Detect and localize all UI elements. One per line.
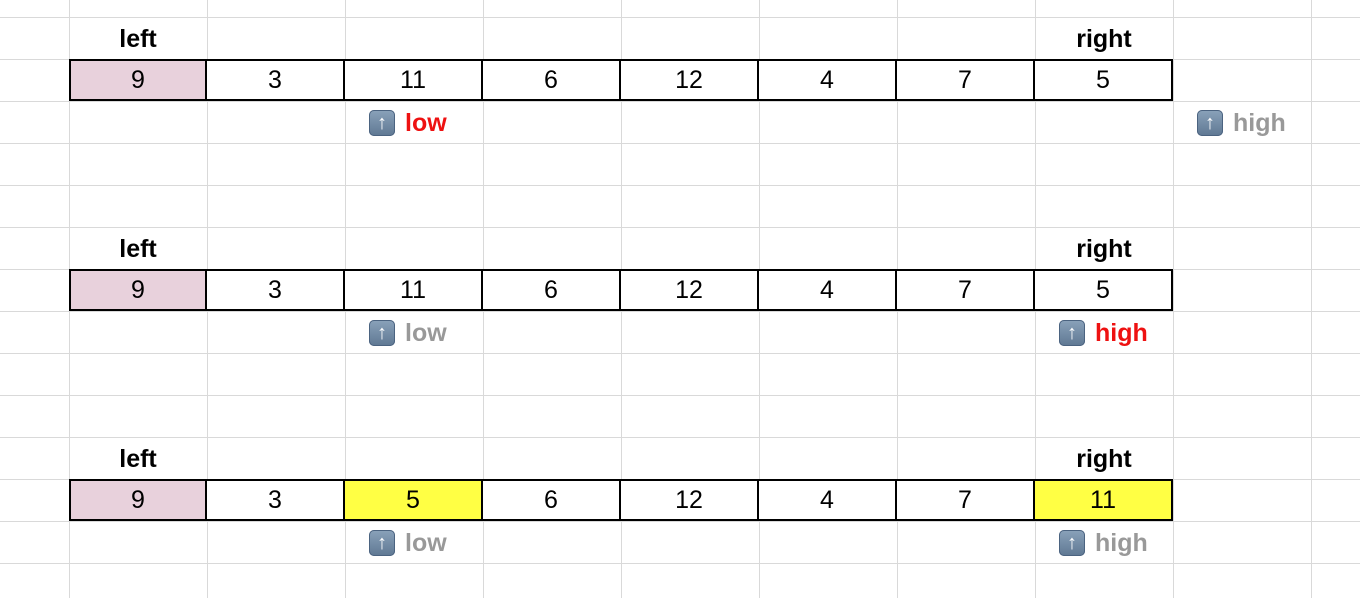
array-cell: 11 <box>343 59 483 101</box>
high-pointer: ↑ high <box>1059 313 1148 353</box>
array-cell: 7 <box>895 269 1035 311</box>
up-arrow-icon: ↑ <box>369 110 395 136</box>
low-pointer-label: low <box>405 529 447 557</box>
array-cell: 7 <box>895 59 1035 101</box>
high-pointer: ↑ high <box>1059 523 1148 563</box>
low-pointer: ↑ low <box>369 103 447 143</box>
grid-row-line <box>0 437 1360 438</box>
array-cell: 9 <box>69 59 207 101</box>
grid-row-line <box>0 185 1360 186</box>
up-arrow-icon: ↑ <box>1059 320 1085 346</box>
right-label: right <box>1076 235 1132 263</box>
up-arrow-icon: ↑ <box>369 530 395 556</box>
grid-row-line <box>0 395 1360 396</box>
grid-row-line <box>0 563 1360 564</box>
array-cell: 9 <box>69 269 207 311</box>
high-pointer-label: high <box>1233 109 1286 137</box>
grid-column-line <box>1311 0 1312 598</box>
high-pointer: ↑ high <box>1197 103 1286 143</box>
array-cell: 6 <box>481 479 621 521</box>
up-arrow-icon: ↑ <box>1197 110 1223 136</box>
array-cell: 9 <box>69 479 207 521</box>
array-cell: 12 <box>619 479 759 521</box>
array-cell: 6 <box>481 59 621 101</box>
grid-row-line <box>0 521 1360 522</box>
array-cell: 12 <box>619 59 759 101</box>
array-cell: 6 <box>481 269 621 311</box>
high-pointer-label: high <box>1095 319 1148 347</box>
low-pointer-label: low <box>405 109 447 137</box>
array-cell: 11 <box>1033 479 1173 521</box>
grid-row-line <box>0 311 1360 312</box>
array-cell: 7 <box>895 479 1035 521</box>
array-cell: 5 <box>343 479 483 521</box>
array-cell: 11 <box>343 269 483 311</box>
up-arrow-icon: ↑ <box>369 320 395 346</box>
low-pointer-label: low <box>405 319 447 347</box>
low-pointer: ↑ low <box>369 313 447 353</box>
grid-row-line <box>0 101 1360 102</box>
grid-row-line <box>0 353 1360 354</box>
array-cell: 3 <box>205 269 345 311</box>
array-cell: 4 <box>757 269 897 311</box>
grid-row-line <box>0 227 1360 228</box>
grid-row-line <box>0 17 1360 18</box>
high-pointer-label: high <box>1095 529 1148 557</box>
array-cell: 5 <box>1033 59 1173 101</box>
grid-row-line <box>0 143 1360 144</box>
array-cell: 5 <box>1033 269 1173 311</box>
left-label: left <box>119 445 157 473</box>
right-label: right <box>1076 25 1132 53</box>
array-cell: 3 <box>205 59 345 101</box>
left-label: left <box>119 235 157 263</box>
array-cell: 4 <box>757 59 897 101</box>
left-label: left <box>119 25 157 53</box>
array-cell: 12 <box>619 269 759 311</box>
up-arrow-icon: ↑ <box>1059 530 1085 556</box>
right-label: right <box>1076 445 1132 473</box>
low-pointer: ↑ low <box>369 523 447 563</box>
array-cell: 3 <box>205 479 345 521</box>
grid-column-line <box>1173 0 1174 598</box>
array-cell: 4 <box>757 479 897 521</box>
